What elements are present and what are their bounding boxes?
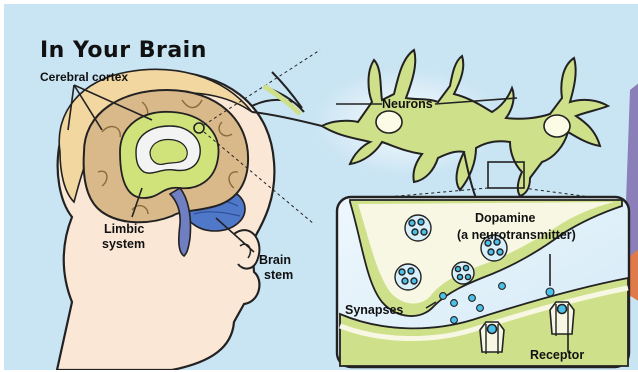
label-cerebral-cortex: Cerebral cortex [40, 70, 128, 84]
label-dopamine-line1: Dopamine [475, 211, 535, 225]
label-synapses: Synapses [345, 303, 403, 317]
dopamine-molecule-labeled [546, 288, 554, 296]
label-limbic-line2: system [102, 237, 145, 251]
neuron-nucleus-1 [376, 111, 402, 133]
label-dopamine-line2: (a neurotransmitter) [457, 228, 576, 242]
diagram-title: In Your Brain [40, 38, 207, 63]
neuron-nucleus-2 [544, 115, 570, 137]
label-brain-stem-line2: stem [264, 268, 293, 282]
label-receptor: Receptor [530, 348, 584, 362]
label-brain-stem-line1: Brain [259, 253, 291, 267]
label-neurons: Neurons [382, 97, 433, 111]
label-limbic-line1: Limbic [104, 222, 144, 236]
